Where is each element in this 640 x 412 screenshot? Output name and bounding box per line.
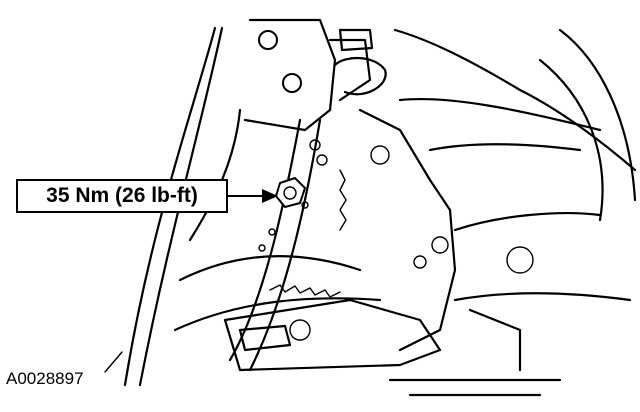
engine-block — [358, 28, 637, 352]
flywheel — [173, 118, 382, 372]
figure-id-leader — [104, 351, 123, 373]
torque-spec-label: 35 Nm (26 lb-ft) — [16, 179, 228, 213]
upper-bracket — [243, 18, 387, 132]
bracket-bolt-lower — [282, 73, 302, 93]
hex-bolt-icon — [274, 176, 307, 209]
bracket-bolt-upper — [258, 30, 278, 50]
lower-mount — [223, 298, 562, 397]
figure-id-label: A0028897 — [6, 369, 84, 388]
arrow-right-icon — [228, 189, 278, 203]
